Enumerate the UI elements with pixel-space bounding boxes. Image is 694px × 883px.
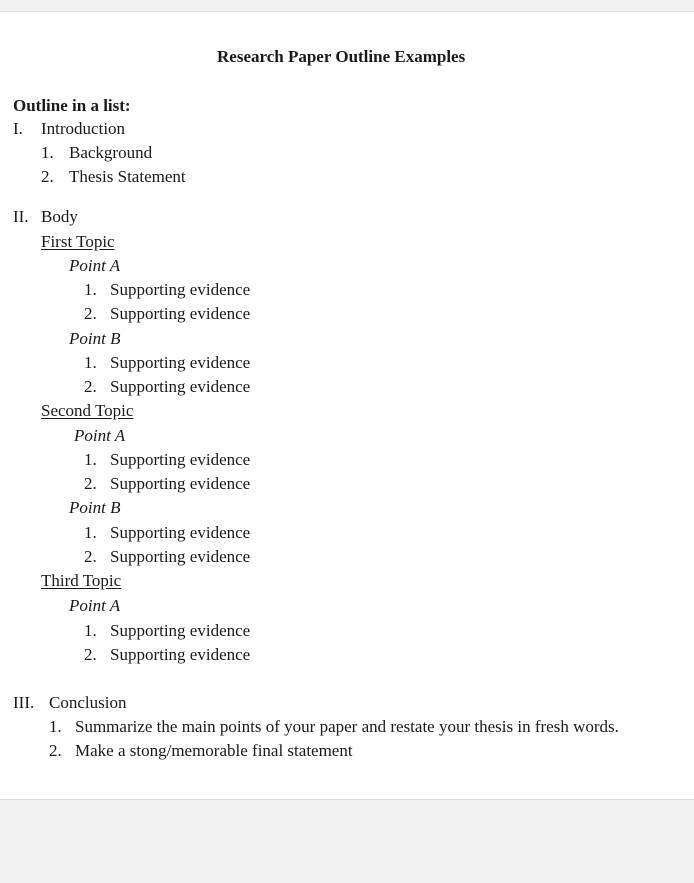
evidence-item: 1.Supporting evidence bbox=[84, 353, 251, 372]
evidence-item: 2.Supporting evidence bbox=[84, 474, 251, 493]
evidence-item: 2.Supporting evidence bbox=[84, 547, 251, 566]
evidence-item: 1.Supporting evidence bbox=[84, 621, 251, 640]
evidence-item: 1.Supporting evidence bbox=[84, 523, 251, 542]
outline-subitem: 2.Thesis Statement bbox=[41, 167, 186, 186]
outline-item-conclusion: III. Conclusion bbox=[13, 693, 126, 713]
document-title: Research Paper Outline Examples bbox=[217, 47, 466, 66]
outline-label: Conclusion bbox=[49, 693, 127, 712]
evidence-item: 2.Supporting evidence bbox=[84, 645, 251, 664]
evidence-item: 1.Supporting evidence bbox=[84, 280, 251, 299]
topic-heading: First Topic bbox=[41, 232, 115, 251]
document-page: Research Paper Outline Examples Outline … bbox=[0, 11, 694, 800]
roman-numeral: II. bbox=[13, 207, 29, 226]
section-heading: Outline in a list: bbox=[13, 96, 131, 115]
outline-subitem: 1.Summarize the main points of your pape… bbox=[49, 717, 619, 736]
evidence-item: 2.Supporting evidence bbox=[84, 377, 251, 396]
topic-heading: Second Topic bbox=[41, 401, 134, 420]
outline-item-body: II. Body bbox=[13, 207, 78, 227]
point-heading: Point B bbox=[69, 329, 121, 348]
point-heading: Point A bbox=[69, 256, 121, 275]
outline-label: Introduction bbox=[41, 119, 126, 138]
evidence-item: 2.Supporting evidence bbox=[84, 304, 251, 323]
point-heading: Point A bbox=[69, 596, 121, 615]
outline-subitem: 1.Background bbox=[41, 143, 153, 162]
point-heading: Point A bbox=[74, 426, 126, 445]
evidence-item: 1.Supporting evidence bbox=[84, 450, 251, 469]
outline-subitem: 2.Make a stong/memorable final statement bbox=[49, 741, 353, 760]
point-heading: Point B bbox=[69, 498, 121, 517]
roman-numeral: III. bbox=[13, 693, 35, 712]
topic-heading: Third Topic bbox=[41, 571, 122, 590]
outline-label: Body bbox=[41, 207, 78, 226]
roman-numeral: I. bbox=[13, 119, 23, 138]
outline-item-introduction: I. Introduction bbox=[13, 119, 125, 139]
